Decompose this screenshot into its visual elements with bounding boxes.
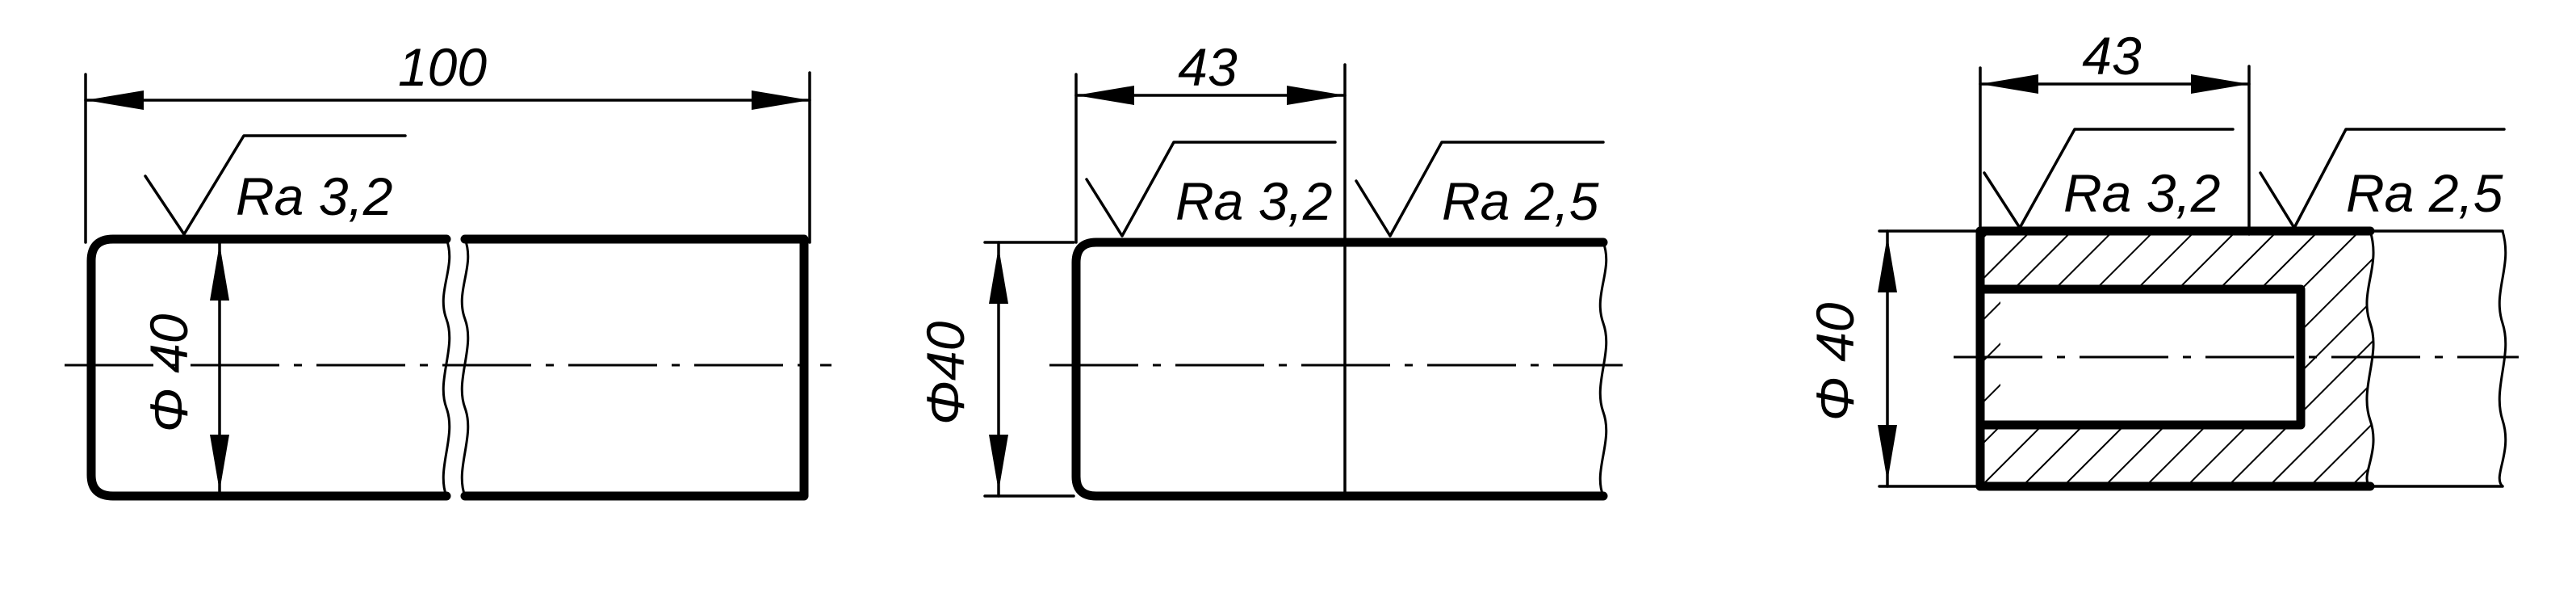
dimension-text-length: 43 xyxy=(2082,26,2142,86)
break-line-section xyxy=(2365,230,2375,488)
roughness-text: Ra 3,2 xyxy=(2063,163,2220,223)
break-line-end xyxy=(2498,230,2507,488)
dimension-text-diameter: Φ40 xyxy=(915,321,975,425)
shaft-outline-right xyxy=(460,234,809,501)
dimension-text-diameter: Φ 40 xyxy=(139,313,199,432)
dimension-length-43: 43 xyxy=(1979,26,2251,236)
view-1: 100 Ra 3,2 Φ 40 xyxy=(65,37,831,501)
dimension-text-diameter: Φ 40 xyxy=(1805,302,1865,421)
shaft-outline xyxy=(1071,238,1608,501)
break-line-left xyxy=(442,238,451,497)
roughness-symbol: Ra 3,2 xyxy=(144,134,407,236)
view-3: 43 Ra 3,2 Ra 2,5 Φ 4 xyxy=(1805,26,2519,491)
roughness-symbol-1: Ra 3,2 xyxy=(1983,128,2235,229)
dimension-diameter: Φ40 xyxy=(915,241,1008,498)
roughness-text: Ra 2,5 xyxy=(1442,171,1599,231)
break-line xyxy=(1598,242,1608,497)
dimension-length-100: 100 xyxy=(84,37,811,244)
dimension-diameter: Φ 40 xyxy=(139,238,229,498)
dimension-text-length: 43 xyxy=(1178,37,1238,97)
inner-bore xyxy=(1975,284,2306,430)
dimension-diameter: Φ 40 xyxy=(1805,229,1897,488)
dimension-text-length: 100 xyxy=(398,37,487,97)
roughness-text: Ra 3,2 xyxy=(1175,171,1332,231)
roughness-symbol-1: Ra 3,2 xyxy=(1085,141,1337,238)
view-2: 43 Ra 3,2 Ra 2,5 Φ40 xyxy=(915,37,1623,501)
section-hatch xyxy=(1980,231,2374,486)
break-line-right xyxy=(460,238,470,497)
shaft-outline-left xyxy=(86,234,451,501)
roughness-text: Ra 2,5 xyxy=(2346,163,2503,223)
roughness-symbol-2: Ra 2,5 xyxy=(1355,141,1605,238)
roughness-symbol-2: Ra 2,5 xyxy=(2259,128,2506,229)
roughness-text: Ra 3,2 xyxy=(236,166,392,226)
dimension-length-43: 43 xyxy=(1074,37,1347,498)
